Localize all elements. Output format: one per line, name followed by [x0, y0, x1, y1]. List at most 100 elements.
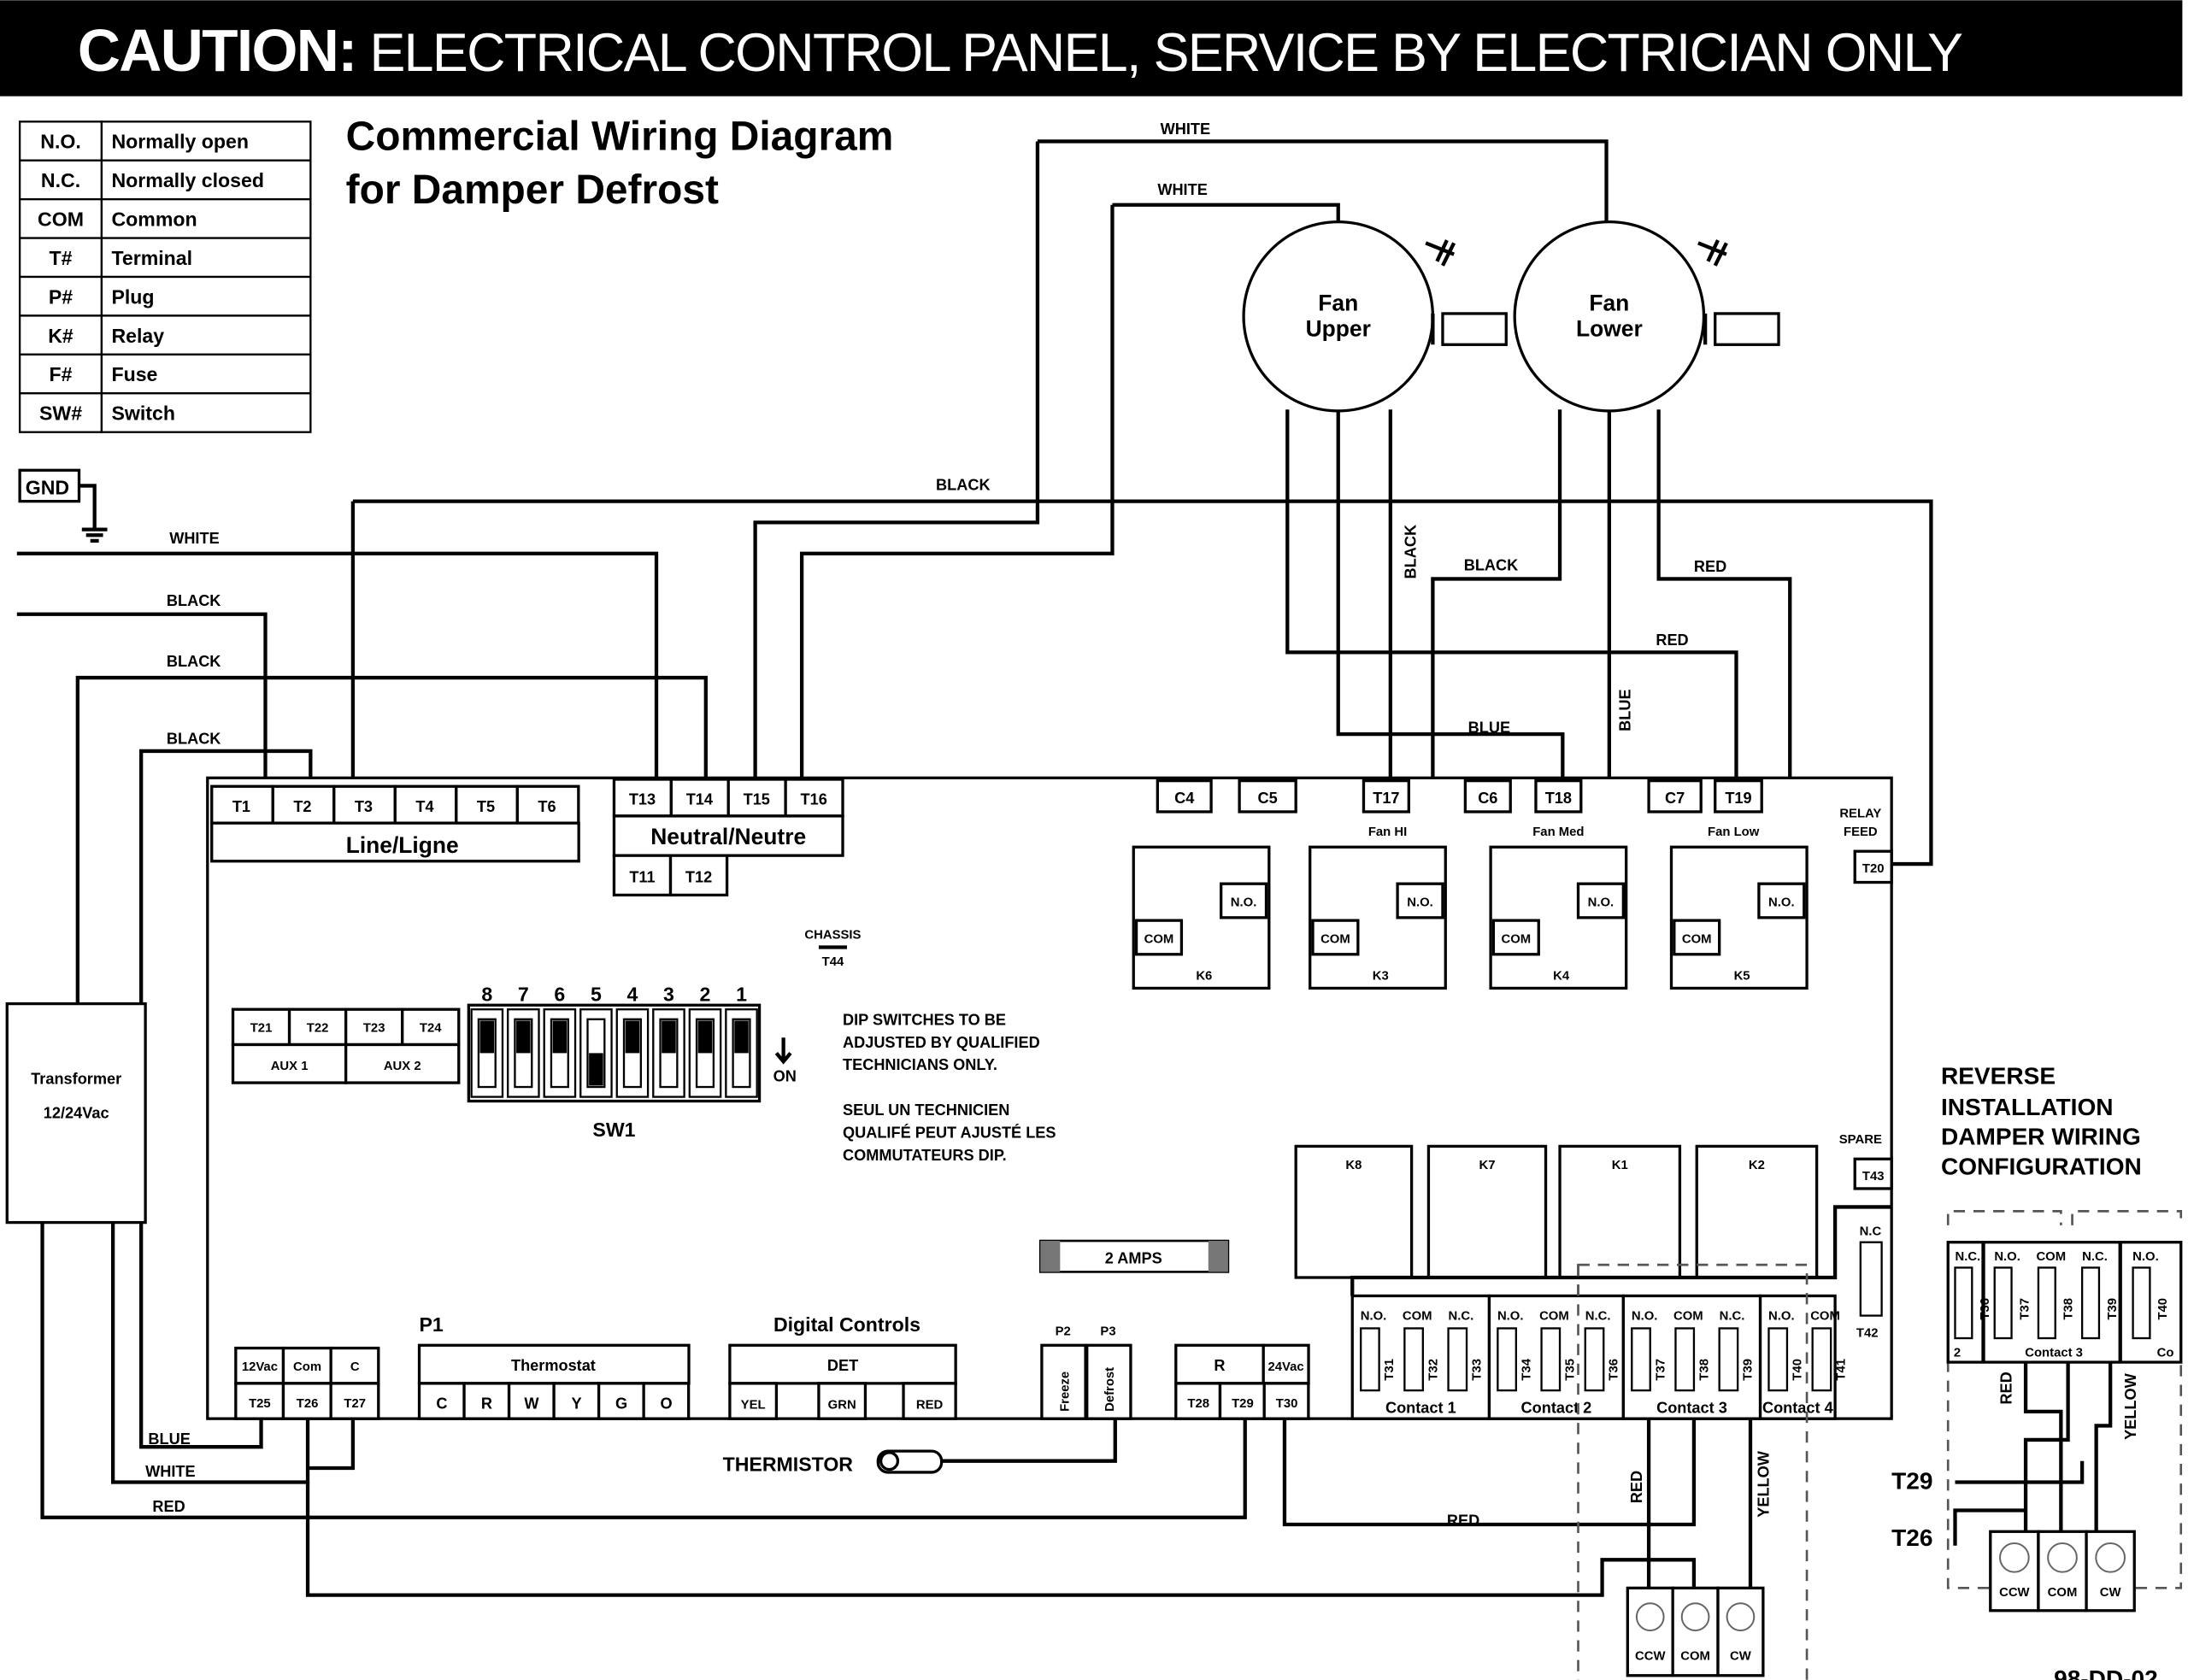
terminal-label: T27	[344, 1397, 366, 1411]
terminal-t42	[1859, 1241, 1883, 1317]
terminal-label: T5	[477, 798, 495, 815]
power-label: Com	[293, 1360, 321, 1374]
terminal-label: T24	[420, 1022, 442, 1036]
legend-meaning: Relay	[111, 325, 164, 347]
connector-c7	[1647, 778, 1703, 814]
reverse-config-title: REVERSE INSTALLATION DAMPER WIRING CONFI…	[1941, 1063, 2142, 1180]
actuator-label: CW	[1730, 1649, 1752, 1663]
relay-name: K5	[1734, 970, 1750, 984]
terminal-label: T11	[629, 869, 655, 886]
svg-text:BLACK: BLACK	[936, 476, 991, 493]
svg-text:INSTALLATION: INSTALLATION	[1941, 1094, 2114, 1120]
dip-number: 3	[663, 983, 674, 1005]
plug-name: P3	[1100, 1325, 1115, 1339]
legend-abbr-cell	[18, 120, 103, 162]
svg-text:SEUL UN TECHNICIEN: SEUL UN TECHNICIEN	[843, 1101, 1009, 1119]
terminal-label: T21	[250, 1022, 273, 1036]
damper-zone-outline	[1577, 1263, 1809, 1680]
terminal-label: T4	[415, 798, 433, 815]
reverse-yellow-label: YELLOW	[2122, 1372, 2139, 1440]
terminal-label: T40	[2156, 1298, 2170, 1320]
legend-meaning: Fuse	[111, 363, 157, 385]
contact-slot-type: N.O.	[1632, 1310, 1658, 1324]
neutral-block	[612, 814, 844, 857]
connector-c5	[1238, 778, 1297, 814]
contact-slot-type: COM	[1810, 1310, 1840, 1324]
thermostat-terminal-c	[417, 1382, 466, 1420]
connector-c6	[1463, 778, 1512, 814]
caution-text: CAUTION: ELECTRICAL CONTROL PANEL, SERVI…	[78, 17, 1962, 84]
dip-number: 5	[591, 983, 602, 1005]
terminal-label: T41	[1835, 1359, 1849, 1381]
connector-t19	[1714, 778, 1763, 814]
plug-label: Freeze	[1058, 1372, 1072, 1412]
contact-slot-type: N.C.	[1585, 1310, 1611, 1324]
reverse-t29-label: T29	[1891, 1468, 1932, 1495]
terminal-label: T26	[297, 1397, 319, 1411]
legend-meaning-cell	[100, 120, 312, 162]
svg-text:BLUE: BLUE	[1617, 689, 1634, 731]
actuator-label: CW	[2100, 1586, 2122, 1600]
connector-label: C6	[1478, 790, 1497, 807]
svg-text:Fan: Fan	[1589, 291, 1629, 316]
svg-text:RED: RED	[1628, 1471, 1645, 1503]
terminal-t38	[1674, 1327, 1696, 1392]
svg-text:QUALIFÉ PEUT AJUSTÉ LES: QUALIFÉ PEUT AJUSTÉ LES	[843, 1123, 1056, 1141]
legend-abbr: P#	[49, 285, 73, 308]
terminal-label: T32	[1426, 1359, 1440, 1381]
det-terminal-grn	[817, 1382, 868, 1420]
connector-label: C5	[1258, 790, 1278, 807]
relay-name: K3	[1373, 970, 1389, 984]
dip-lever	[589, 1053, 603, 1086]
aux-label: AUX 1	[271, 1060, 309, 1073]
power-label: C	[350, 1360, 360, 1374]
terminal-label: T38	[1697, 1359, 1711, 1381]
terminal-t6	[515, 784, 580, 825]
contact-slot-type: N.O.	[1994, 1250, 2020, 1264]
relay-no	[1396, 882, 1444, 919]
aux-label: AUX 2	[384, 1060, 421, 1073]
svg-text:BLUE: BLUE	[148, 1430, 190, 1448]
svg-text:WHITE: WHITE	[1161, 120, 1211, 138]
svg-text:RED: RED	[152, 1498, 185, 1515]
svg-text:BLACK: BLACK	[167, 592, 221, 609]
dip-number: 4	[626, 983, 638, 1005]
legend-meaning: Common	[111, 209, 197, 231]
connector-c4	[1156, 778, 1213, 814]
thermostat-terminal-o	[642, 1382, 691, 1420]
terminal-label: T2	[293, 798, 311, 815]
terminal-label: T39	[2106, 1298, 2120, 1320]
dip-lever	[625, 1020, 640, 1054]
gnd-box	[18, 468, 81, 503]
aux1-block	[231, 1043, 348, 1084]
terminal-t24	[401, 1007, 461, 1047]
legend-meaning-cell	[100, 275, 312, 317]
wires	[16, 139, 1933, 1597]
fan-speed-label: Fan Med	[1532, 825, 1584, 839]
terminal-t37	[1631, 1327, 1651, 1392]
relay-name: K7	[1479, 1159, 1495, 1172]
fan-speed-label: Fan Low	[1708, 825, 1760, 839]
terminal-label: W	[524, 1395, 539, 1413]
legend-abbr: N.O.	[40, 131, 81, 153]
r-label-cell	[1174, 1343, 1265, 1385]
reverse-wires	[1953, 1362, 2113, 1546]
transformer	[5, 1002, 147, 1225]
contact-slot-type: N.C.	[1720, 1310, 1745, 1324]
relay-no	[1757, 882, 1806, 919]
relay-no-label: N.O.	[1588, 896, 1615, 910]
sw1-label: SW1	[592, 1119, 635, 1141]
connector-label: T18	[1545, 790, 1572, 807]
dip-notice: DIP SWITCHES TO BE ADJUSTED BY QUALIFIED…	[843, 1011, 1056, 1164]
terminal-t31	[1359, 1327, 1380, 1392]
det-terminal-red	[902, 1382, 957, 1420]
terminal-t39	[2080, 1266, 2101, 1340]
dip-number: 1	[736, 983, 747, 1005]
terminal-label: T13	[629, 791, 656, 808]
terminal-label: G	[615, 1395, 627, 1413]
svg-text:COMMUTATEURS DIP.: COMMUTATEURS DIP.	[843, 1147, 1007, 1164]
thermostat-terminal-w	[507, 1382, 556, 1420]
terminal-t30	[1262, 1382, 1310, 1420]
